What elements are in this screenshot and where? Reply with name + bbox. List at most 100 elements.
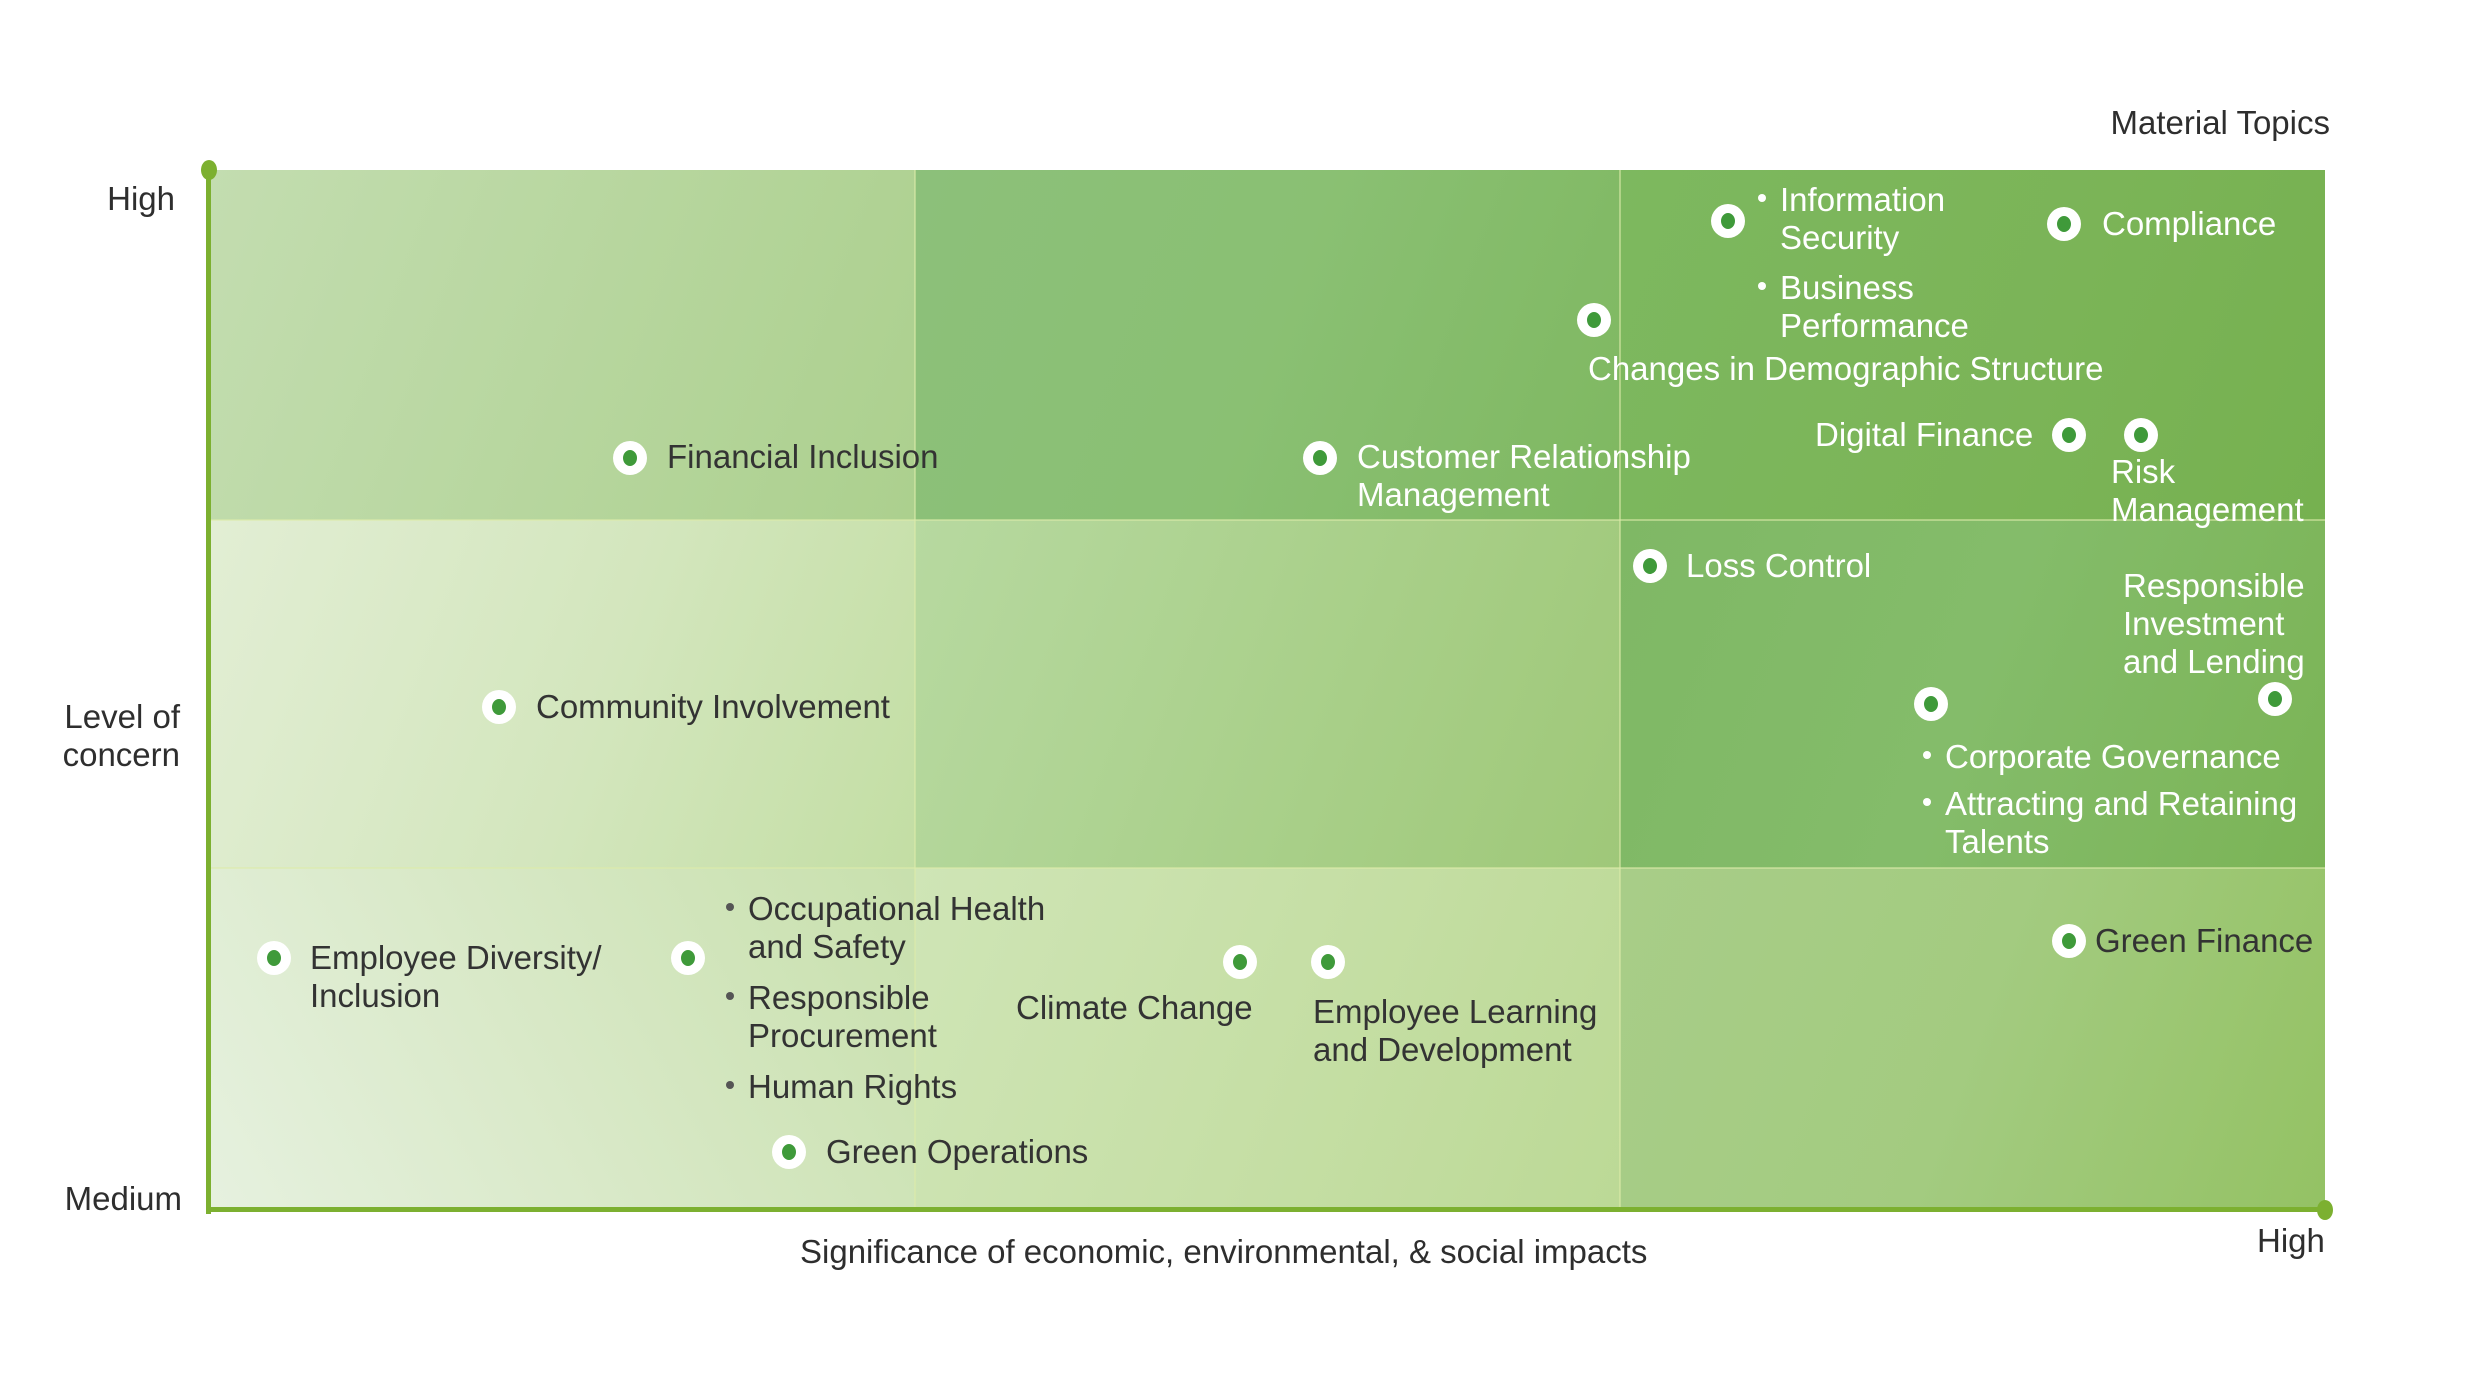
label-demographic-structure: Changes in Demographic Structure (1588, 350, 2104, 387)
label-line: Attracting and Retaining (1945, 785, 2298, 822)
y-axis-medium-label: Medium (64, 1180, 182, 1217)
grid-divider-h1 (210, 519, 2325, 521)
label-line: Responsible (2123, 567, 2305, 604)
label-line: Responsible (748, 979, 930, 1016)
cell-top-left (210, 170, 915, 520)
chart-title: Material Topics (2110, 104, 2330, 141)
matrix-plot-area (210, 170, 2325, 1210)
bullet-line: Responsible (726, 979, 937, 1017)
label-line: and Lending (2123, 643, 2305, 680)
marker-demographic-structure[interactable] (1577, 303, 1611, 337)
x-axis-end-cap (2317, 1200, 2333, 1220)
label-line: Risk (2111, 453, 2176, 490)
marker-responsible-investment[interactable] (2258, 682, 2292, 716)
label-line: Customer Relationship (1357, 438, 1691, 475)
x-axis-high-label: High (2257, 1222, 2325, 1259)
marker-digital-finance[interactable] (2052, 418, 2086, 452)
bullet-icon (1923, 798, 1931, 807)
bullet-line: Procurement (726, 1017, 937, 1055)
label-responsible-investment: Responsible Investment and Lending (2123, 567, 2305, 681)
bullet-icon (726, 992, 734, 1001)
bullet-icon (1758, 194, 1766, 203)
bullet-icon (1923, 751, 1931, 760)
label-business-performance: Business Performance (1758, 269, 1969, 345)
cell-bottom-middle (915, 868, 1620, 1210)
y-axis-end-cap (201, 160, 217, 180)
y-axis-title-line1: Level of (64, 698, 180, 735)
label-climate-change: Climate Change (1016, 989, 1253, 1026)
x-axis-title: Significance of economic, environmental,… (800, 1233, 1648, 1270)
label-line: Employee Learning (1313, 993, 1598, 1030)
marker-financial-inclusion[interactable] (613, 441, 647, 475)
label-line: Performance (1780, 307, 1969, 344)
label-human-rights: Human Rights (726, 1068, 957, 1106)
label-line: and Development (1313, 1031, 1572, 1068)
label-line: Talents (1945, 823, 2050, 860)
label-community-involvement: Community Involvement (536, 688, 890, 725)
label-line: Management (2111, 491, 2304, 528)
grid-divider-v1 (914, 170, 916, 1210)
label-line: Business (1780, 269, 1914, 306)
bullet-line: and Safety (726, 928, 1045, 966)
label-digital-finance: Digital Finance (1815, 416, 2034, 453)
bullet-line: Attracting and Retaining (1923, 785, 2297, 823)
marker-info-security-business[interactable] (1711, 204, 1745, 238)
label-employee-diversity: Employee Diversity/ Inclusion (310, 939, 602, 1015)
label-line: Procurement (748, 1017, 937, 1054)
label-compliance: Compliance (2102, 205, 2277, 242)
label-line: and Safety (748, 928, 906, 965)
bullet-line: Human Rights (726, 1068, 957, 1106)
label-line: Inclusion (310, 977, 441, 1014)
marker-risk-management[interactable] (2124, 418, 2158, 452)
marker-employee-learning[interactable] (1311, 945, 1345, 979)
label-loss-control: Loss Control (1686, 547, 1872, 584)
label-line: Information (1780, 181, 1946, 218)
cell-bottom-right (1620, 868, 2325, 1210)
grid-divider-h2 (210, 867, 2325, 869)
marker-employee-diversity[interactable] (257, 941, 291, 975)
label-occupational-health: Occupational Health and Safety (726, 890, 1045, 966)
bullet-line: Performance (1758, 307, 1969, 345)
label-info-security: Information Security (1758, 181, 1945, 257)
bullet-line: Occupational Health (726, 890, 1045, 928)
label-customer-relationship: Customer Relationship Management (1357, 438, 1691, 514)
y-axis-title: Level of concern (20, 698, 180, 774)
marker-climate-change[interactable] (1223, 945, 1257, 979)
x-axis-line (206, 1207, 2326, 1212)
marker-customer-relationship[interactable] (1303, 441, 1337, 475)
bullet-line: Business (1758, 269, 1969, 307)
y-axis-title-line2: concern (62, 736, 180, 773)
cell-mid-left (210, 520, 915, 868)
label-green-operations: Green Operations (826, 1133, 1089, 1170)
label-line: Security (1780, 219, 1900, 256)
marker-community-involvement[interactable] (482, 690, 516, 724)
bullet-line: Talents (1923, 823, 2297, 861)
label-responsible-procurement: Responsible Procurement (726, 979, 937, 1055)
label-financial-inclusion: Financial Inclusion (667, 438, 939, 475)
label-line: Occupational Health (748, 890, 1046, 927)
bullet-icon (1758, 282, 1766, 291)
label-line: Management (1357, 476, 1550, 513)
label-line: Investment (2123, 605, 2285, 642)
cell-mid-right (1620, 520, 2325, 868)
marker-ohs-procurement-rights[interactable] (671, 941, 705, 975)
label-line: Employee Diversity/ (310, 939, 602, 976)
label-employee-learning: Employee Learning and Development (1313, 993, 1597, 1069)
bullet-line: Information (1758, 181, 1945, 219)
cell-top-middle (915, 170, 1620, 520)
marker-compliance[interactable] (2047, 207, 2081, 241)
bullet-line: Security (1758, 219, 1945, 257)
marker-green-finance[interactable] (2052, 924, 2086, 958)
y-axis-high-label: High (107, 180, 175, 217)
label-attracting-talents: Attracting and Retaining Talents (1923, 785, 2297, 861)
label-line: Human Rights (748, 1068, 958, 1105)
marker-loss-control[interactable] (1633, 549, 1667, 583)
bullet-icon (726, 903, 734, 912)
grid-divider-v2 (1619, 170, 1621, 1210)
label-risk-management: Risk Management (2111, 453, 2304, 529)
bullet-icon (726, 1081, 734, 1090)
marker-green-operations[interactable] (772, 1135, 806, 1169)
y-axis-line (206, 170, 211, 1214)
label-green-finance: Green Finance (2095, 922, 2314, 959)
marker-governance-talents[interactable] (1914, 687, 1948, 721)
